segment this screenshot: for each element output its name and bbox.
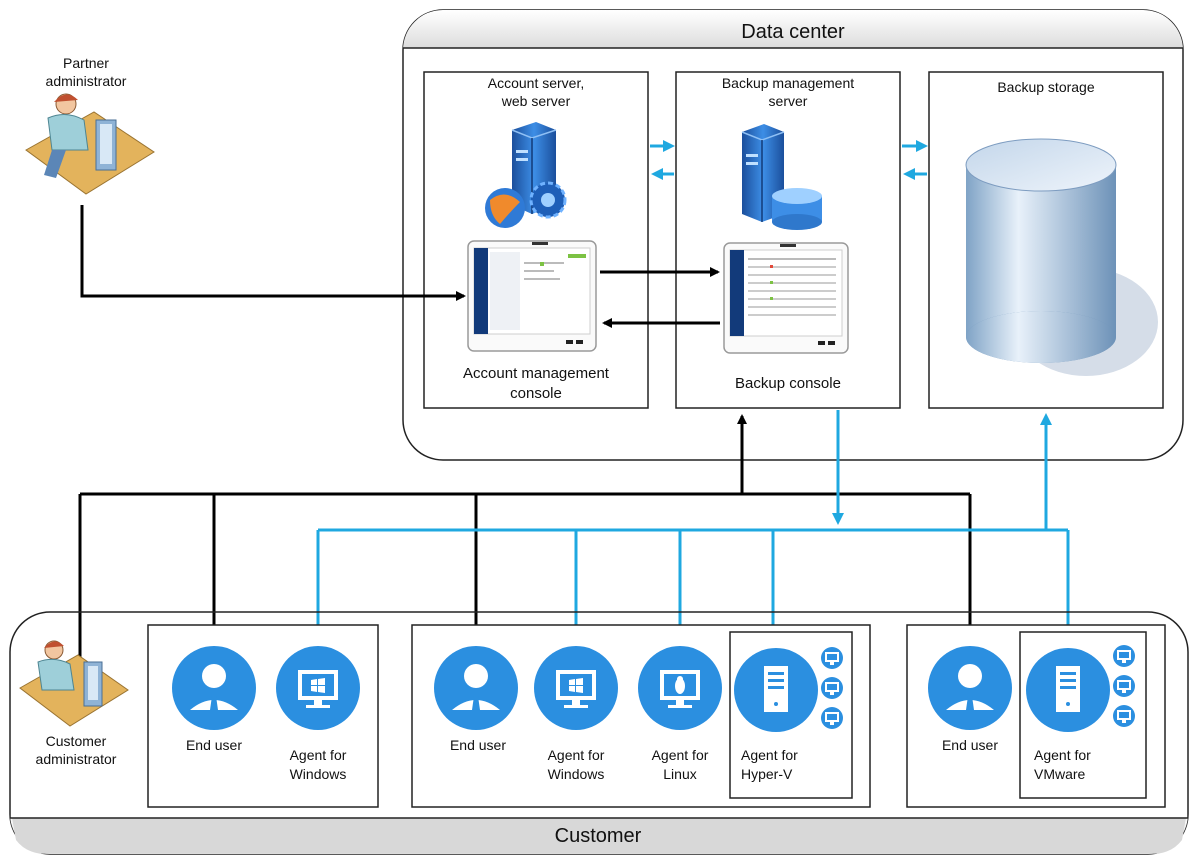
database-cylinder-icon: [965, 138, 1158, 376]
backup-storage-box: Backup storage: [928, 71, 1164, 409]
customer-admin-label-line1: Customer: [46, 733, 107, 749]
user-icon: [928, 646, 1012, 730]
agent-windows-label-line1: Agent for: [290, 747, 347, 763]
partner-to-account-console-line: [80, 205, 466, 301]
vm-monitor-icon: [821, 707, 843, 729]
customer-group-3: End user: [906, 624, 1166, 808]
partner-admin-label-line1: Partner: [63, 55, 109, 71]
server-tower-icon: [1026, 648, 1110, 732]
agent-windows-label-line2: Windows: [548, 766, 605, 782]
backup-mgmt-title-line2: server: [769, 93, 808, 109]
customer-group-1: End user Agent for Windows: [147, 624, 379, 808]
vm-monitor-icon: [1113, 645, 1135, 667]
end-user-label: End user: [186, 737, 242, 753]
windows-monitor-icon: [276, 646, 360, 730]
user-icon: [434, 646, 518, 730]
agent-vmware-label-line2: VMware: [1034, 766, 1086, 782]
backup-mgmt-title-line1: Backup management: [722, 75, 854, 91]
account-console-label-line1: Account management: [463, 365, 610, 382]
backup-storage-title: Backup storage: [997, 79, 1094, 95]
agent-linux-label-line2: Linux: [663, 766, 696, 782]
customer-title: Customer: [555, 825, 642, 847]
partner-admin-label-line2: administrator: [46, 73, 127, 89]
user-icon: [172, 646, 256, 730]
customer-admin-label-line2: administrator: [36, 751, 117, 767]
account-console-label-line2: console: [510, 385, 562, 402]
end-user-label: End user: [450, 737, 506, 753]
linux-monitor-icon: [638, 646, 722, 730]
hyperv-host-box: Agent for Hyper-V: [729, 631, 853, 799]
server-tower-icon: [734, 648, 818, 732]
agent-windows-label-line1: Agent for: [548, 747, 605, 763]
account-server-box: Account server, web server: [423, 71, 649, 409]
account-server-title-line1: Account server,: [488, 75, 585, 91]
backup-management-server-box: Backup management server: [675, 71, 901, 409]
agent-windows-label-line2: Windows: [290, 766, 347, 782]
agent-hyperv-label-line1: Agent for: [741, 747, 798, 763]
agent-hyperv-label-line2: Hyper-V: [741, 766, 793, 782]
account-management-console-window: [467, 240, 597, 352]
backup-console-label: Backup console: [735, 375, 841, 392]
vmware-host-box: Agent for VMware: [1019, 631, 1147, 799]
data-center-title: Data center: [741, 21, 845, 43]
person-at-desk-icon: [25, 93, 155, 195]
agent-vmware-label-line1: Agent for: [1034, 747, 1091, 763]
server-globe-icon: [485, 122, 567, 228]
account-server-title-line2: web server: [501, 93, 571, 109]
partner-administrator: Partner administrator: [25, 55, 155, 195]
server-sync-arrows: [600, 140, 928, 328]
end-user-label: End user: [942, 737, 998, 753]
vm-monitor-icon: [821, 677, 843, 699]
vm-monitor-icon: [1113, 705, 1135, 727]
agent-linux-label-line1: Agent for: [652, 747, 709, 763]
windows-monitor-icon: [534, 646, 618, 730]
backup-console-window: [723, 242, 849, 354]
vm-monitor-icon: [1113, 675, 1135, 697]
customer-administrator: Customer administrator: [19, 640, 129, 767]
customer-panel: Customer: [9, 611, 1189, 855]
vm-monitor-icon: [821, 647, 843, 669]
server-database-icon: [741, 124, 822, 230]
person-at-desk-icon: [19, 640, 129, 727]
customer-group-2: End user Agent for Windows Agent for Lin…: [411, 624, 871, 808]
